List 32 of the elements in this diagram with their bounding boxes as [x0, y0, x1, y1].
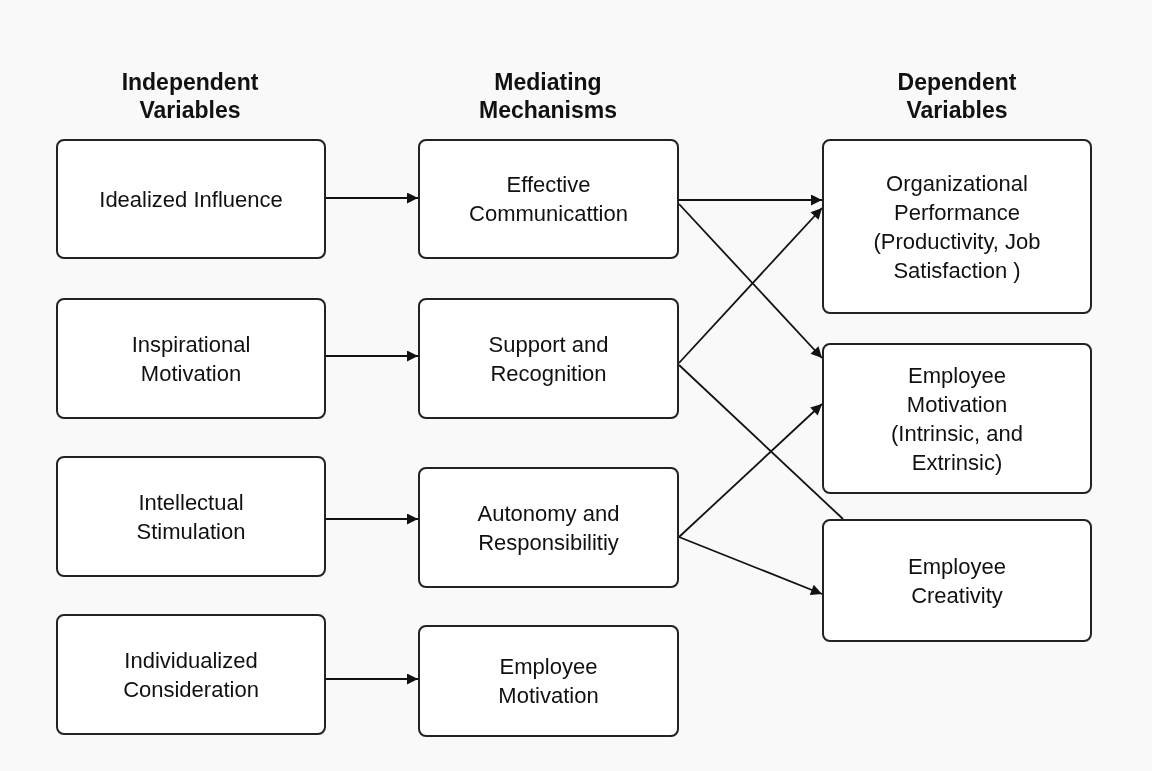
box-label: Organizational Performance (Productivity, Job Satisfaction )	[872, 169, 1042, 285]
variable-box	[56, 614, 326, 735]
column-heading: Independent Variables	[120, 68, 260, 124]
arrow	[678, 194, 823, 206]
box-label: Autonomy and Responsibilitiy	[476, 499, 621, 557]
box-label: Employee Creativity	[907, 552, 1007, 610]
box-label: Employee Motivation	[497, 653, 600, 710]
box-label: Idealized Influence	[99, 185, 283, 214]
variable-box	[822, 139, 1092, 314]
box-label: Employee Motivation (Intrinsic, and Extrinsic)	[889, 361, 1025, 477]
column-heading: Mediating Mechanisms	[477, 68, 619, 124]
arrow	[325, 513, 419, 525]
box-label: Support and Recognition	[487, 330, 610, 388]
box-label: Individualized Consideration	[122, 646, 260, 704]
variable-box	[418, 139, 679, 259]
box-label: Inspirational Motivation	[130, 330, 252, 388]
arrow	[678, 536, 823, 596]
variable-box	[822, 343, 1092, 494]
box-label: Effective Communicattion	[468, 171, 629, 228]
variable-box	[418, 298, 679, 419]
variable-box	[56, 298, 326, 419]
arrow	[325, 673, 419, 685]
arrow	[325, 350, 419, 362]
variable-box	[56, 456, 326, 577]
column-heading: Dependent Variables	[896, 68, 1018, 124]
box-label: Intellectual Stimulation	[135, 488, 247, 546]
variable-box	[56, 139, 326, 259]
arrow	[325, 192, 419, 204]
arrow	[678, 403, 823, 538]
variable-box	[822, 519, 1092, 642]
variable-box	[418, 625, 679, 737]
variable-box	[418, 467, 679, 588]
